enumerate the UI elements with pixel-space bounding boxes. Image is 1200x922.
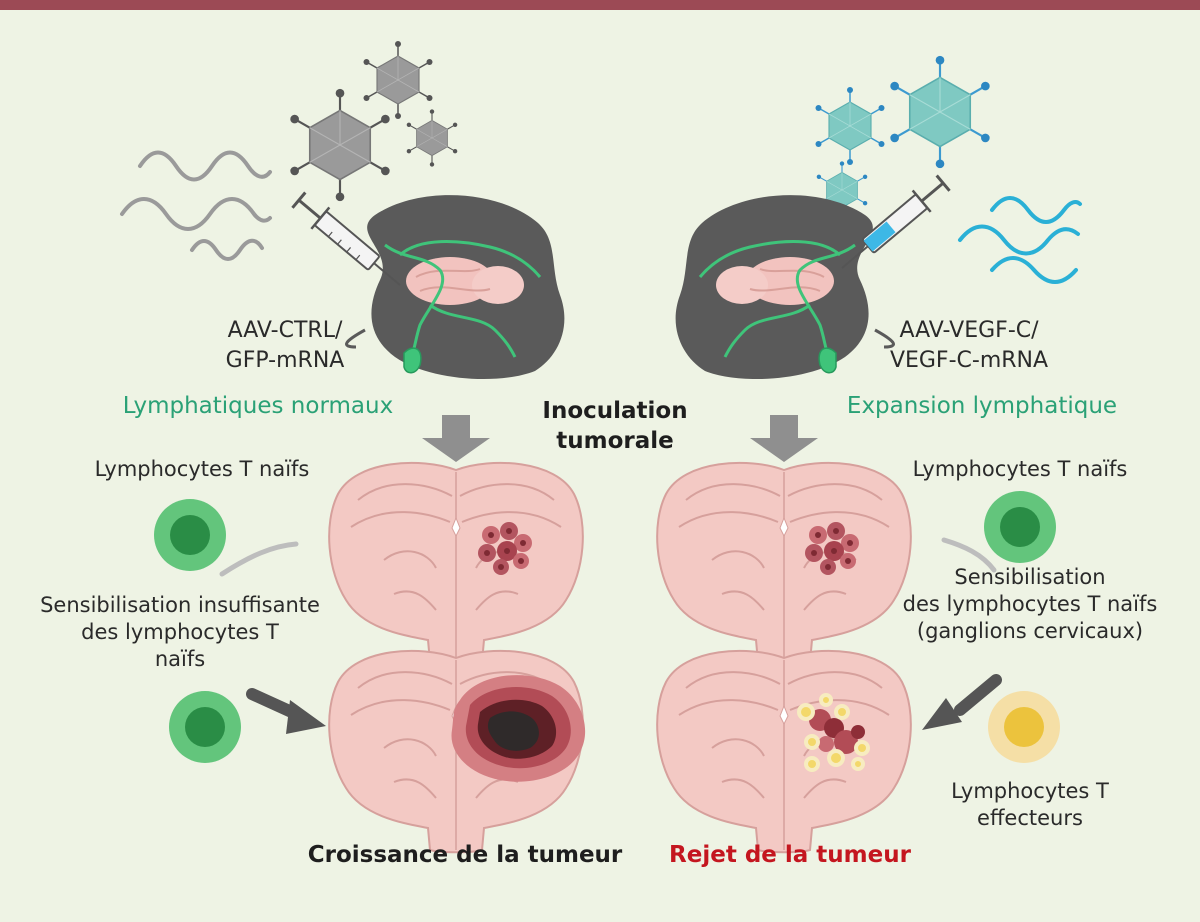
right-vector-label-line2: VEGF-C-mRNA [889, 348, 1049, 373]
right-priming-line1: Sensibilisation [954, 565, 1106, 589]
virus-icon [406, 108, 458, 168]
inoculation-line1: Inoculation [542, 398, 688, 424]
left-lymph-label: Lymphatiques normaux [122, 393, 394, 419]
virus-icon [889, 54, 991, 170]
top-border-bar [0, 0, 1200, 10]
t-cell-icon [984, 491, 1056, 563]
brain-slice-icon [656, 649, 912, 854]
brain-slice-icon [328, 461, 584, 666]
right-effector-line2: effecteurs [977, 806, 1083, 830]
inoculation-label: Inoculation tumorale [520, 396, 710, 456]
syringe-icon [841, 174, 951, 269]
priming-arc [219, 541, 299, 577]
left-naive-label: Lymphocytes T naïfs [94, 457, 310, 481]
left-mrna-waves [120, 150, 272, 261]
right-mrna-waves [958, 196, 1082, 284]
left-priming-label: Sensibilisation insuffisante des lymphoc… [10, 592, 350, 673]
virus-icon [289, 87, 391, 203]
right-vector-label: AAV-VEGF-C/ VEGF-C-mRNA [864, 316, 1074, 376]
right-priming-line3: (ganglions cervicaux) [916, 619, 1144, 643]
right-naive-label: Lymphocytes T naïfs [912, 457, 1128, 481]
mouse-head-icon [674, 193, 896, 381]
right-outcome-label: Rejet de la tumeur [669, 842, 911, 868]
virus-icon [362, 40, 434, 120]
virus-icon [814, 86, 886, 166]
t-cell-icon [169, 691, 241, 763]
arrow-icon [922, 674, 1002, 730]
arrow-icon [246, 688, 326, 734]
effector-cells-in-tumor [797, 693, 870, 772]
inoculation-line2: tumorale [556, 428, 674, 454]
left-vector-label: AAV-CTRL/ GFP-mRNA [190, 316, 380, 376]
left-priming-line2: des lymphocytes T [81, 620, 279, 644]
right-lymph-label: Expansion lymphatique [846, 393, 1118, 419]
right-effector-label: Lymphocytes T effecteurs [930, 778, 1130, 832]
t-cell-icon [988, 691, 1060, 763]
t-cell-icon [154, 499, 226, 571]
left-outcome-label: Croissance de la tumeur [307, 842, 623, 868]
right-priming-line2: des lymphocytes T naïfs [902, 592, 1158, 616]
arrow-icon [750, 415, 818, 462]
right-effector-line1: Lymphocytes T [951, 779, 1109, 803]
left-priming-line3: naïfs [154, 647, 206, 671]
tumor-icon [451, 675, 586, 782]
arrow-icon [422, 415, 490, 462]
brain-slice-icon [656, 461, 912, 666]
right-vector-label-line1: AAV-VEGF-C/ [899, 318, 1039, 343]
right-priming-label: Sensibilisation des lymphocytes T naïfs … [880, 564, 1180, 645]
priming-arc [941, 537, 997, 573]
left-vector-label-line1: AAV-CTRL/ [227, 318, 343, 343]
left-priming-line1: Sensibilisation insuffisante [40, 593, 320, 617]
left-vector-label-line2: GFP-mRNA [225, 348, 345, 373]
